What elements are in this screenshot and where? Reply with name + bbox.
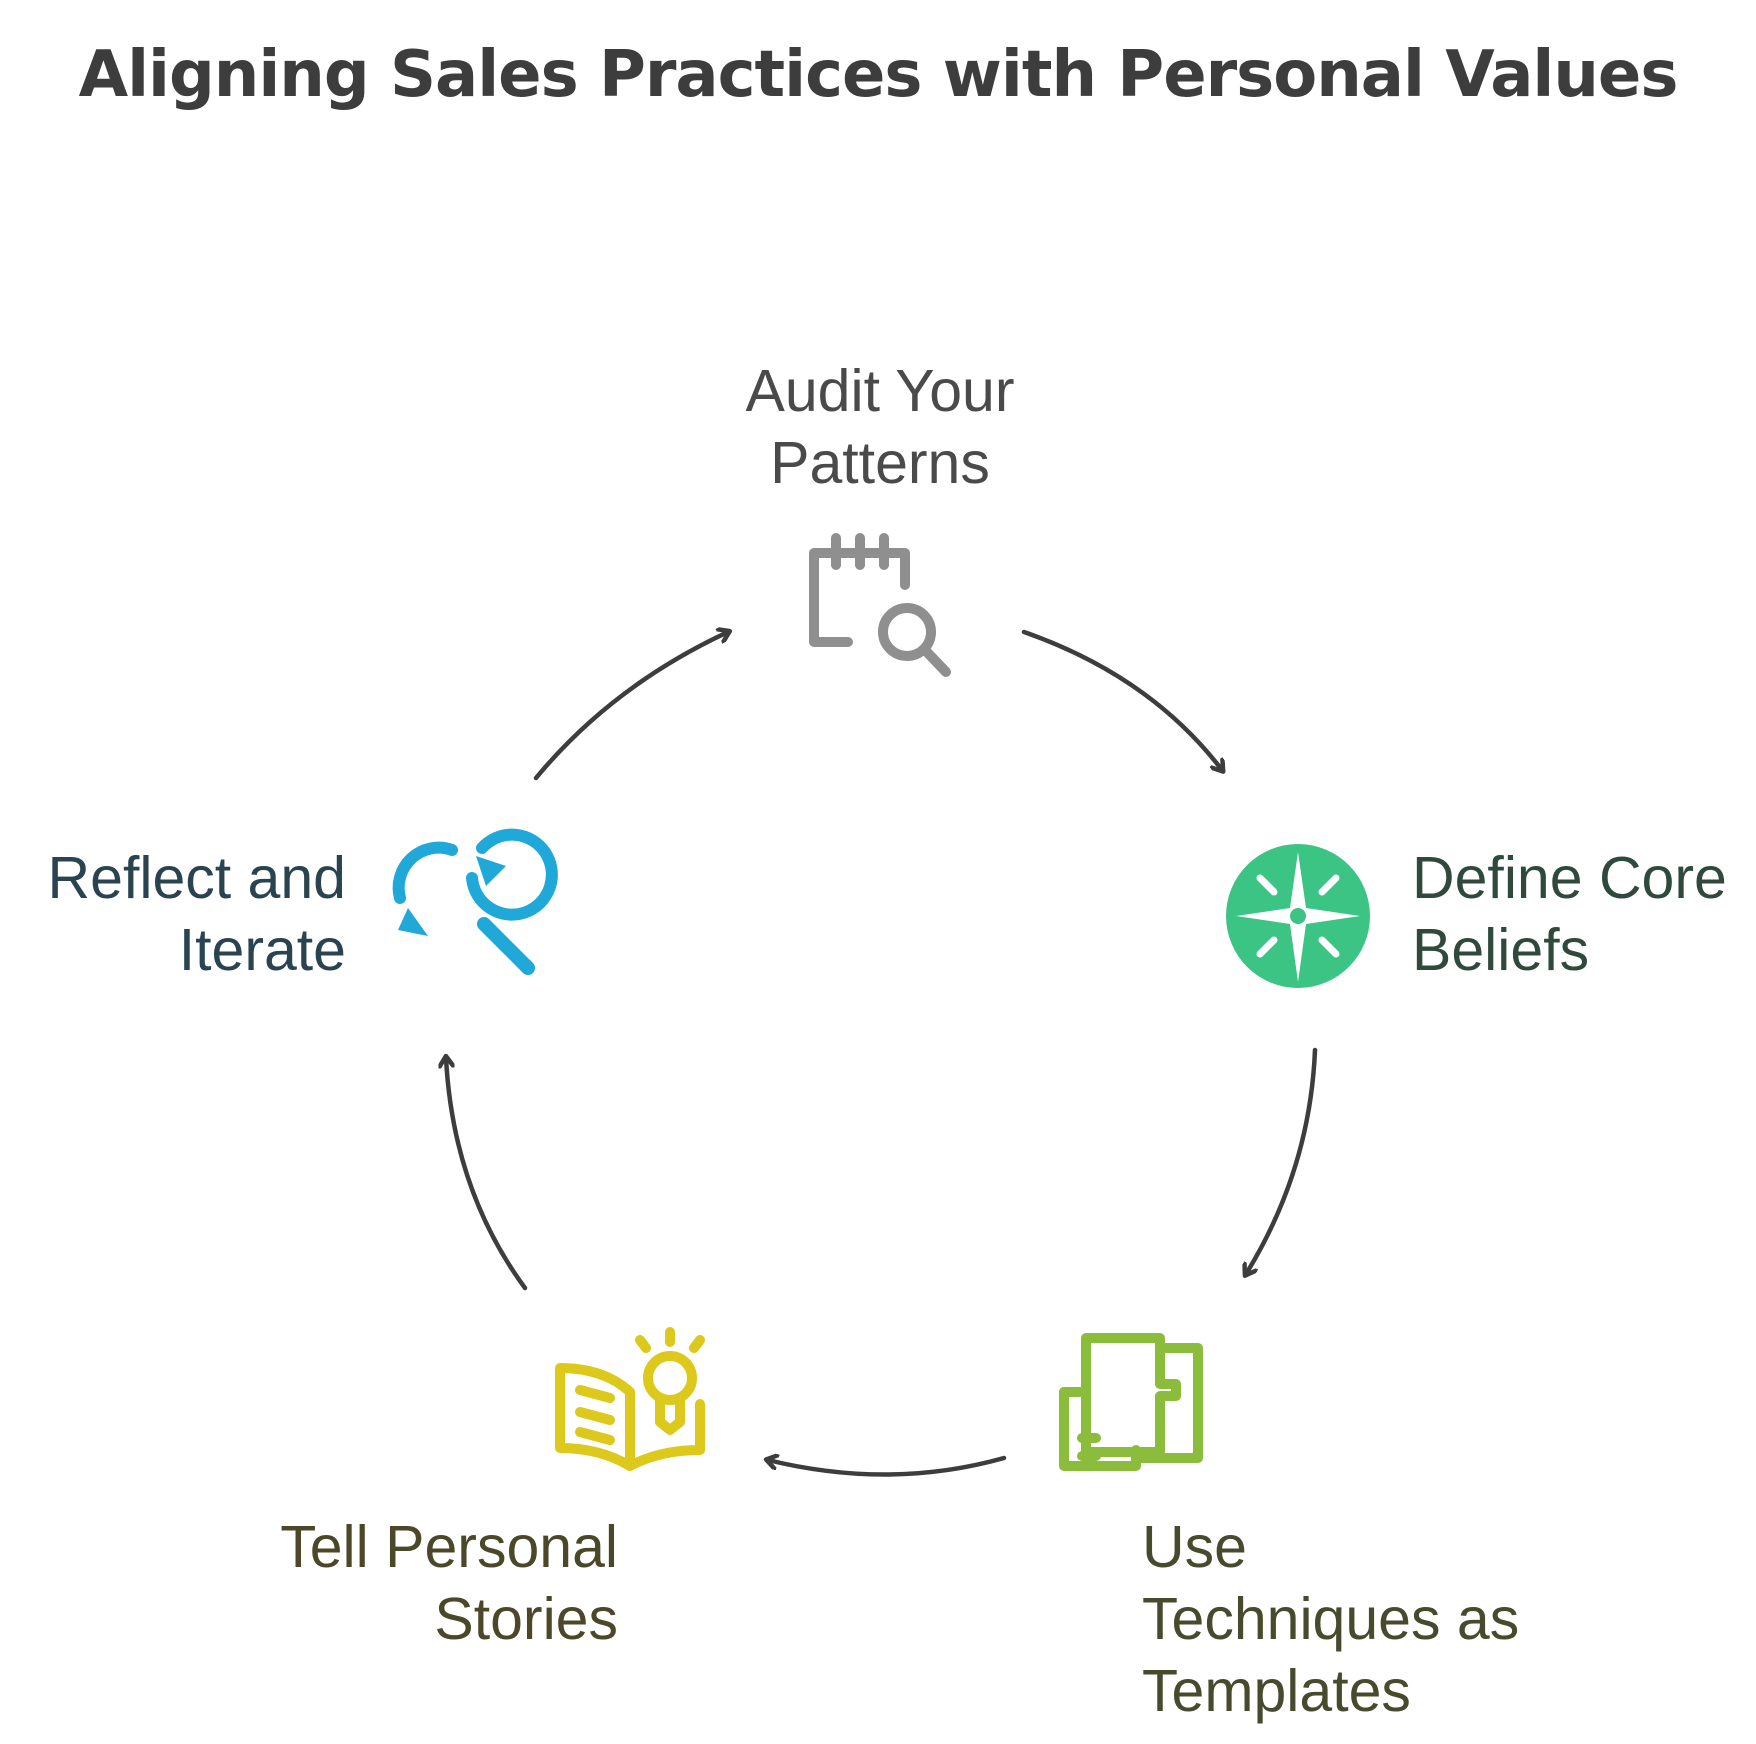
compass-star-icon xyxy=(1226,844,1370,988)
step-label-use: Use Techniques as Templates xyxy=(1142,1511,1519,1727)
label-line: Iterate xyxy=(178,917,346,983)
label-line: Tell Personal xyxy=(280,1514,618,1580)
arrow-audit-to-define xyxy=(1021,629,1222,770)
label-line: Reflect and xyxy=(47,845,346,911)
book-lightbulb-icon xyxy=(555,1327,705,1471)
label-line: Define Core xyxy=(1412,845,1727,911)
label-line: Stories xyxy=(434,1586,618,1652)
arrow-use-to-tell xyxy=(768,1458,1007,1477)
puzzle-pieces-icon xyxy=(1059,1333,1203,1471)
arrow-define-to-use xyxy=(1246,1047,1318,1274)
label-line: Templates xyxy=(1142,1658,1411,1724)
label-line: Use xyxy=(1142,1514,1247,1580)
calendar-search-icon xyxy=(809,533,951,677)
step-label-tell: Tell Personal Stories xyxy=(200,1511,618,1655)
label-line: Audit Your xyxy=(745,358,1015,424)
step-label-define: Define Core Beliefs xyxy=(1412,842,1727,986)
label-line: Techniques as xyxy=(1142,1586,1520,1652)
page-title: Aligning Sales Practices with Personal V… xyxy=(78,38,1679,112)
arrow-reflect-to-audit xyxy=(533,632,728,781)
arrow-tell-to-reflect xyxy=(446,1058,528,1291)
label-line: Patterns xyxy=(770,430,990,496)
refresh-magnifier-icon xyxy=(392,828,558,975)
step-label-reflect: Reflect and Iterate xyxy=(20,842,346,986)
label-line: Beliefs xyxy=(1412,917,1590,983)
step-label-audit: Audit Your Patterns xyxy=(620,355,1140,499)
